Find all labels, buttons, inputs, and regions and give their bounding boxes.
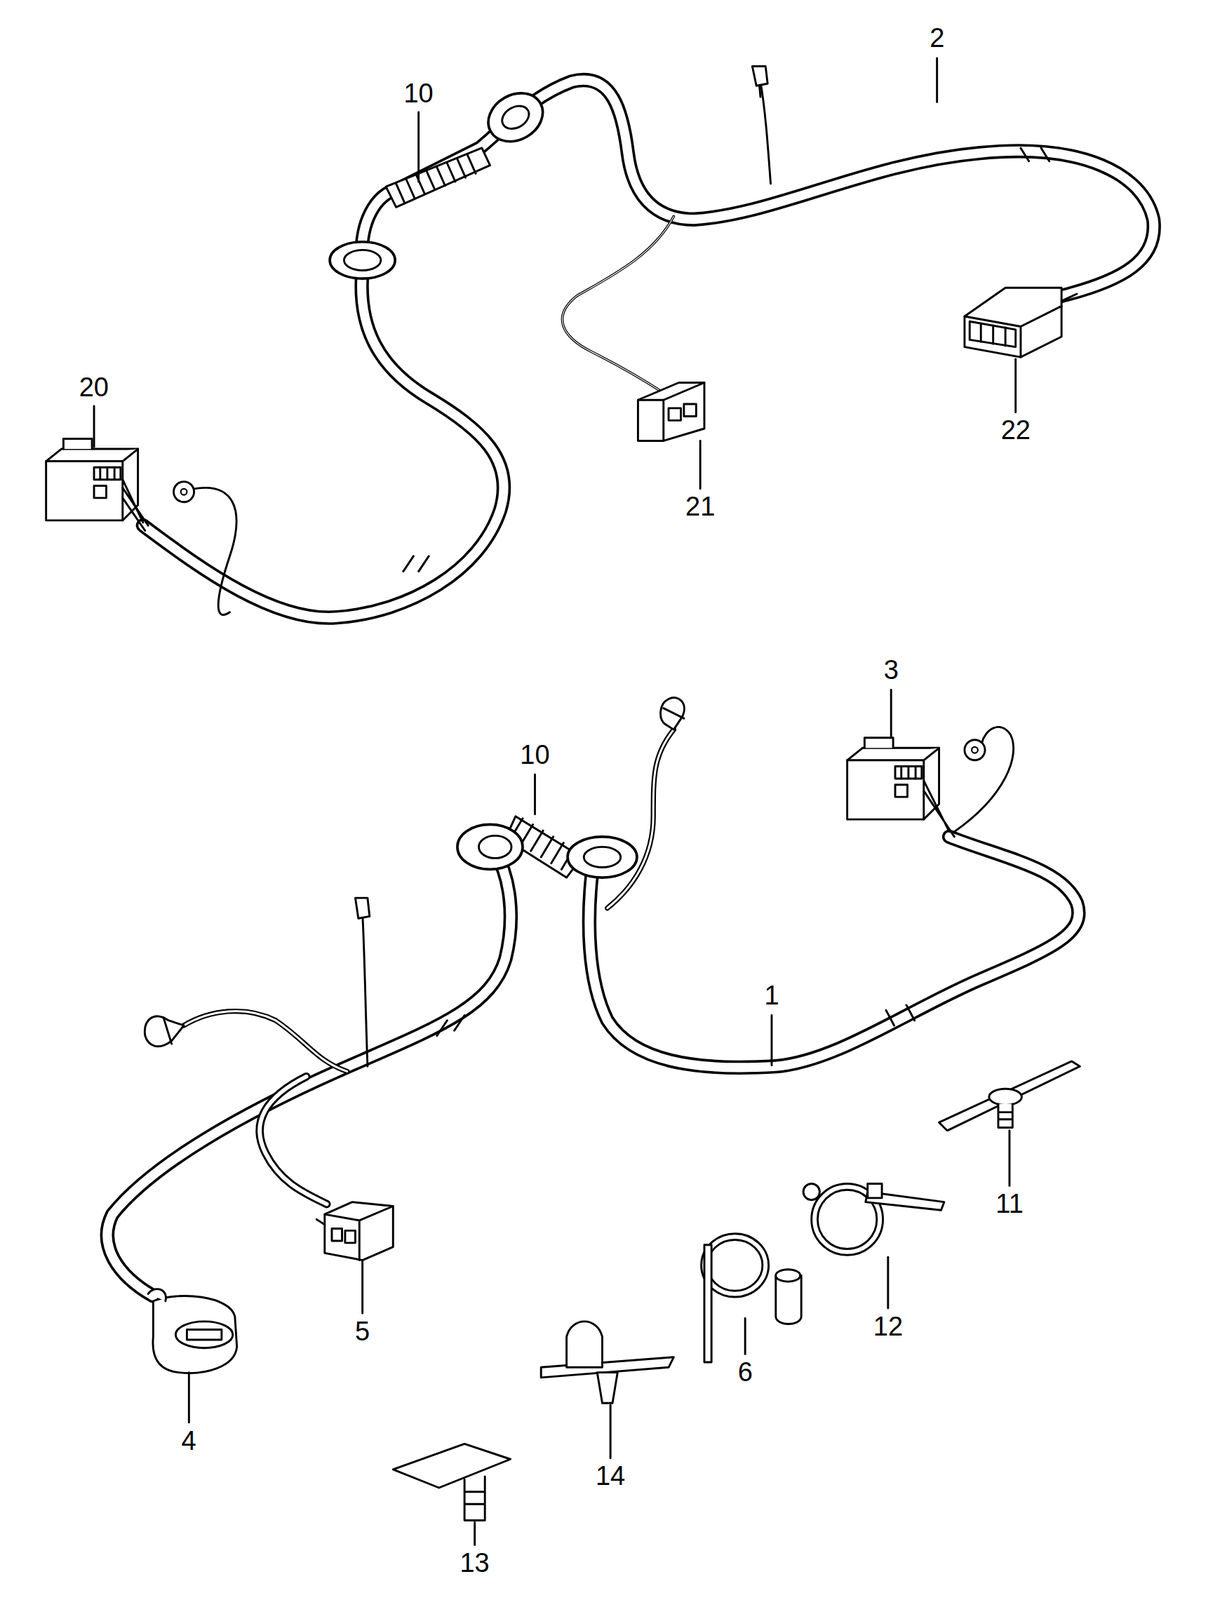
callout-number: 22 — [998, 416, 1033, 446]
connector — [637, 383, 705, 442]
wire-clip — [752, 66, 768, 98]
callout-number: 2 — [927, 23, 947, 54]
callout-number: 13 — [457, 1549, 492, 1579]
connector — [148, 1289, 238, 1374]
connector — [964, 287, 1077, 358]
callout-number: 11 — [993, 1189, 1025, 1220]
grommet — [329, 242, 395, 279]
connector — [316, 1202, 393, 1261]
callout-number: 10 — [401, 79, 435, 109]
callout-number: 3 — [881, 655, 901, 686]
callout-number: 14 — [593, 1462, 628, 1493]
grommet — [567, 836, 638, 878]
connector — [847, 738, 955, 837]
top-harness — [46, 66, 1155, 619]
callout-number: 21 — [683, 492, 717, 522]
bulb-socket — [144, 698, 685, 1047]
callout-number: 5 — [352, 1317, 372, 1347]
connector — [46, 439, 149, 532]
callout-number: 6 — [735, 1358, 755, 1388]
illustration — [46, 58, 1155, 1546]
bottom-harness — [107, 698, 1079, 1374]
loose-parts — [392, 1061, 1080, 1521]
callout-number: 12 — [871, 1312, 905, 1343]
leader-lines — [94, 58, 1016, 1546]
wire-clip — [354, 897, 370, 919]
grommet — [479, 83, 553, 151]
grommet — [457, 824, 523, 870]
corrugated-sleeve — [385, 148, 490, 207]
ring-terminal — [964, 740, 985, 761]
callout-number: 4 — [179, 1426, 199, 1457]
ring-terminal — [173, 481, 195, 503]
callout-number: 1 — [761, 981, 781, 1011]
callout-number: 20 — [77, 373, 111, 403]
callout-number: 10 — [517, 740, 552, 771]
